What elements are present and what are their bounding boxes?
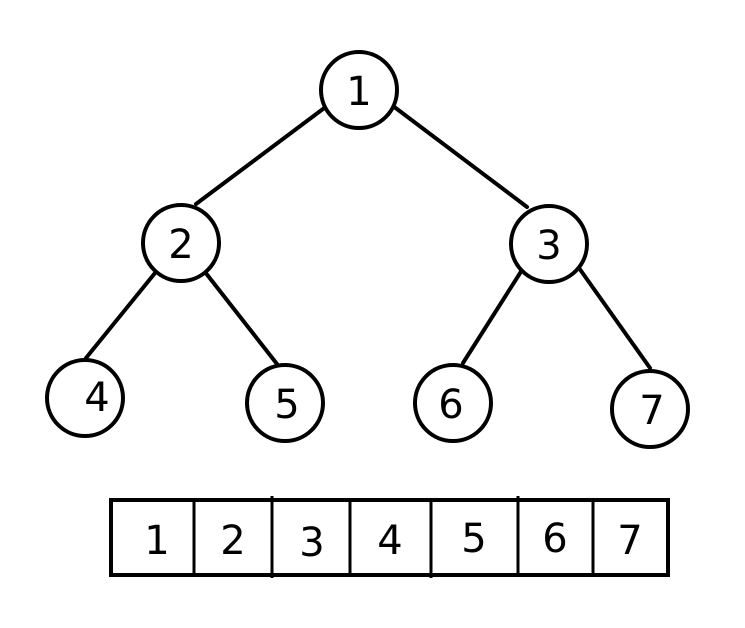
array-cell-3: 3: [299, 520, 324, 566]
edge-3-7: [577, 266, 652, 370]
tree-node-7: 7: [610, 369, 690, 449]
array-cell-6: 6: [542, 516, 567, 562]
node-label-2: 2: [168, 222, 193, 268]
tree-node-6: 6: [413, 363, 493, 443]
node-label-1: 1: [346, 69, 371, 115]
edge-1-3: [391, 104, 529, 209]
tree-edges: [84, 101, 652, 370]
node-label-4: 4: [84, 375, 109, 421]
node-label-3: 3: [536, 223, 561, 269]
edge-2-4: [84, 271, 157, 360]
array-cell-4: 4: [377, 518, 402, 564]
tree-node-1: 1: [319, 50, 399, 130]
tree-node-5: 5: [245, 363, 325, 443]
array-cell-1: 1: [144, 518, 169, 564]
array: 1 2 3 4 5 6 7: [109, 496, 670, 578]
array-frame: [109, 498, 670, 577]
node-label-5: 5: [274, 382, 299, 428]
edge-2-5: [203, 270, 279, 366]
tree-node-2: 2: [141, 203, 221, 283]
tree-node-3: 3: [509, 204, 589, 284]
edge-1-2: [194, 101, 333, 206]
array-cell-2: 2: [220, 518, 245, 564]
tree-node-4: 4: [45, 358, 125, 438]
array-cell-7: 7: [617, 518, 642, 564]
array-cell-5: 5: [461, 516, 486, 562]
tree-nodes: 1 2 3 4 5 6 7: [45, 50, 690, 449]
node-label-6: 6: [438, 382, 463, 428]
edge-3-6: [461, 268, 524, 365]
node-label-7: 7: [639, 388, 664, 434]
